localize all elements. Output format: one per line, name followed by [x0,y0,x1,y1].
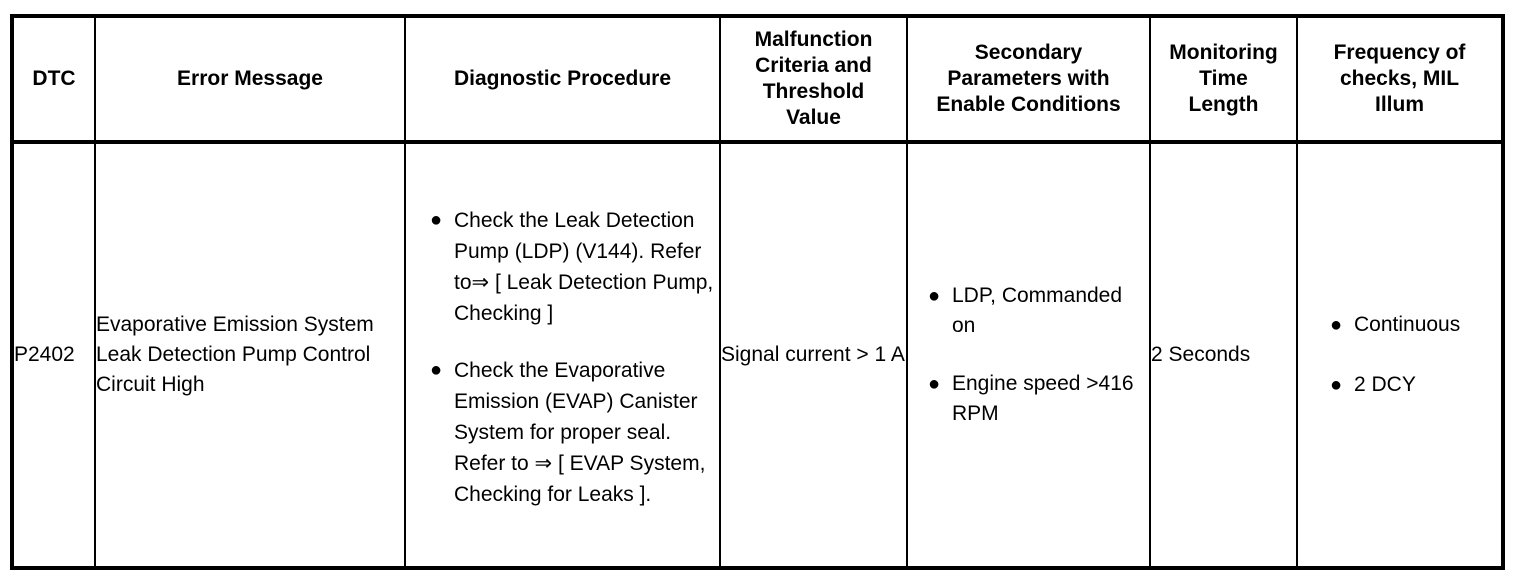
frequency-mil-item-1: Continuous [1354,313,1461,336]
column-header-secondary-parameters-line-3: Enable Conditions [936,93,1121,116]
malfunction-criteria-value: Signal current > 1 A [721,343,905,366]
secondary-parameters-list: ● LDP, Commanded on ● Engine speed >416 … [908,281,1149,429]
column-header-error-message: Error Message [94,16,406,144]
column-header-monitoring-time-line-2: Time [1199,67,1248,90]
frequency-mil-list: ● Continuous ● 2 DCY [1298,310,1501,400]
diagnostic-procedure-step-1: Check the Leak Detection Pump (LDP) (V14… [454,208,714,325]
column-header-monitoring-time-line-1: Monitoring [1169,41,1278,64]
column-header-dtc-label: DTC [32,67,76,90]
dtc-diagnostic-table: DTC Error Message Diagnostic Procedure M… [10,14,1505,570]
column-header-dtc: DTC [11,16,96,144]
cell-diagnostic-procedure: ● Check the Leak Detection Pump (LDP) (V… [404,142,721,568]
table-body: P2402 Evaporative Emission System Leak D… [11,142,1504,568]
error-message-text: Evaporative Emission System Leak Detecti… [96,313,374,396]
column-header-malfunction-criteria-line-3: Threshold [762,80,865,103]
header-row: DTC Error Message Diagnostic Procedure M… [11,16,1504,144]
column-header-frequency-mil-line-1: Frequency of [1333,41,1466,64]
column-header-malfunction-criteria-line-4: Value [786,106,841,129]
column-header-secondary-parameters: Secondary Parameters with Enable Conditi… [906,16,1151,144]
cell-dtc: P2402 [11,142,96,568]
column-header-malfunction-criteria: Malfunction Criteria and Threshold Value [719,16,908,144]
dtc-code: P2402 [14,343,75,366]
diagnostic-procedure-list: ● Check the Leak Detection Pump (LDP) (V… [406,201,719,510]
column-header-secondary-parameters-line-1: Secondary [974,41,1083,64]
cell-frequency-mil: ● Continuous ● 2 DCY [1296,142,1504,568]
column-header-frequency-mil-line-3: Illum [1374,93,1424,116]
cell-monitoring-time: 2 Seconds [1149,142,1298,568]
column-header-secondary-parameters-line-2: Parameters with [947,67,1110,90]
secondary-parameter-2: Engine speed >416 RPM [952,372,1134,425]
column-header-malfunction-criteria-line-1: Malfunction [754,28,873,51]
cell-malfunction-criteria: Signal current > 1 A [719,142,908,568]
bullet-icon: ● [1330,374,1343,396]
list-item: ● Check the Evaporative Emission (EVAP) … [424,355,719,510]
bullet-icon: ● [430,358,443,381]
bullet-icon: ● [928,373,941,395]
column-header-frequency-mil-line-2: checks, MIL [1339,67,1460,90]
bullet-icon: ● [928,285,941,307]
column-header-frequency-mil: Frequency of checks, MIL Illum [1296,16,1504,144]
table-row: P2402 Evaporative Emission System Leak D… [11,142,1504,568]
cell-error-message: Evaporative Emission System Leak Detecti… [94,142,406,568]
column-header-diagnostic-procedure: Diagnostic Procedure [404,16,721,144]
column-header-monitoring-time-line-3: Length [1188,93,1259,116]
bullet-icon: ● [1330,314,1343,336]
list-item: ● LDP, Commanded on [922,281,1149,341]
column-header-monitoring-time: Monitoring Time Length [1149,16,1298,144]
list-item: ● Engine speed >416 RPM [922,369,1149,429]
column-header-error-message-label: Error Message [177,67,323,90]
table-header: DTC Error Message Diagnostic Procedure M… [11,16,1504,144]
diagnostic-procedure-step-2: Check the Evaporative Emission (EVAP) Ca… [454,358,706,506]
cell-secondary-parameters: ● LDP, Commanded on ● Engine speed >416 … [906,142,1151,568]
frequency-mil-item-2: 2 DCY [1354,373,1416,396]
list-item: ● 2 DCY [1324,370,1501,400]
column-header-diagnostic-procedure-label: Diagnostic Procedure [453,67,672,90]
secondary-parameter-1: LDP, Commanded on [952,284,1123,337]
bullet-icon: ● [430,208,443,231]
monitoring-time-value: 2 Seconds [1151,343,1251,366]
column-header-malfunction-criteria-line-2: Criteria and [755,54,872,77]
list-item: ● Continuous [1324,310,1501,340]
list-item: ● Check the Leak Detection Pump (LDP) (V… [424,205,719,329]
